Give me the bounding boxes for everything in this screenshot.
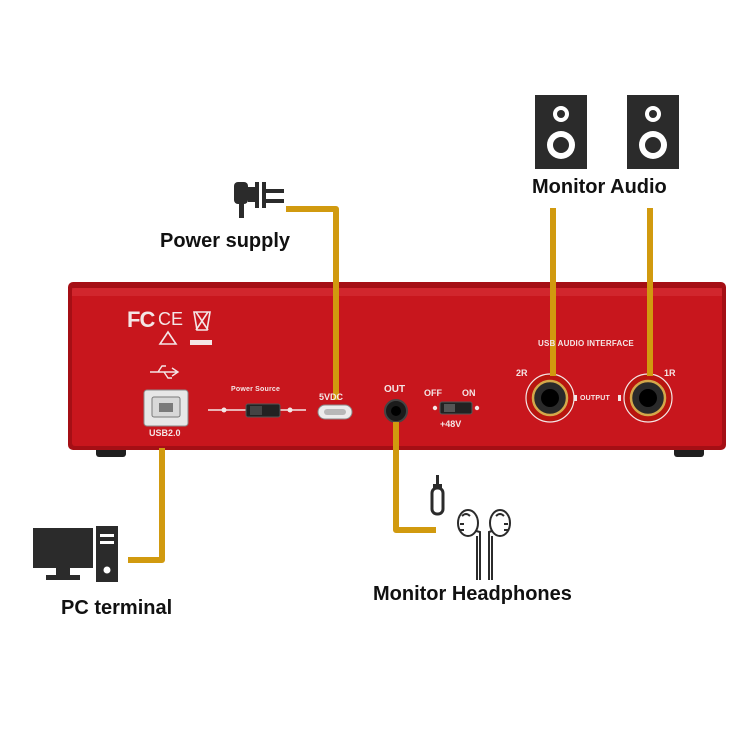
usb-cable [128,448,165,563]
power-source-label: Power Source [231,386,281,393]
usb-b-port[interactable] [143,389,189,427]
usb-port-label: USB2.0 [149,428,181,438]
headphone-jack-icon [430,475,445,516]
headphone-out-jack[interactable] [384,399,408,423]
ce-mark: CE [158,309,184,329]
output-label: OUTPUT [580,395,610,402]
usb-c-port[interactable] [317,404,353,420]
power-cable [286,206,339,400]
device-top-highlight [72,288,722,296]
usb-icon [150,365,180,379]
certification-marks [158,311,212,345]
interface-label: USB AUDIO INTERFACE [538,339,634,348]
computer-icon [33,526,118,582]
phantom-power-switch[interactable] [432,401,480,415]
dc-input-label: 5VDC [319,392,344,402]
fc-mark: FC [127,307,155,332]
power-plug-icon [234,182,284,218]
monitor-audio-label: Monitor Audio [532,176,667,198]
off-label: OFF [424,388,442,398]
jack-1r-label: 1R [664,368,676,378]
phantom-power-label: +48V [440,419,462,429]
output-jack-2r[interactable] [525,373,575,423]
output-marker-left [574,395,577,401]
speaker-icon [627,95,679,169]
rcm-icon [158,330,178,345]
cables [128,206,653,563]
weee-bar [190,340,212,345]
bin-icon [193,311,211,331]
earphones-icon [457,509,511,580]
on-label: ON [462,388,476,398]
speaker-icon [535,95,587,169]
out-label: OUT [384,384,406,395]
power-source-switch[interactable] [208,403,306,418]
output-marker-right [618,395,621,401]
output-jack-1r[interactable] [623,373,673,423]
headphone-cable [393,422,436,533]
jack-2r-label: 2R [516,368,528,378]
pc-terminal-label: PC terminal [61,597,173,619]
monitor-headphones-label: Monitor Headphones [373,583,572,605]
power-supply-label: Power supply [160,230,291,252]
weee-icon [195,311,209,331]
